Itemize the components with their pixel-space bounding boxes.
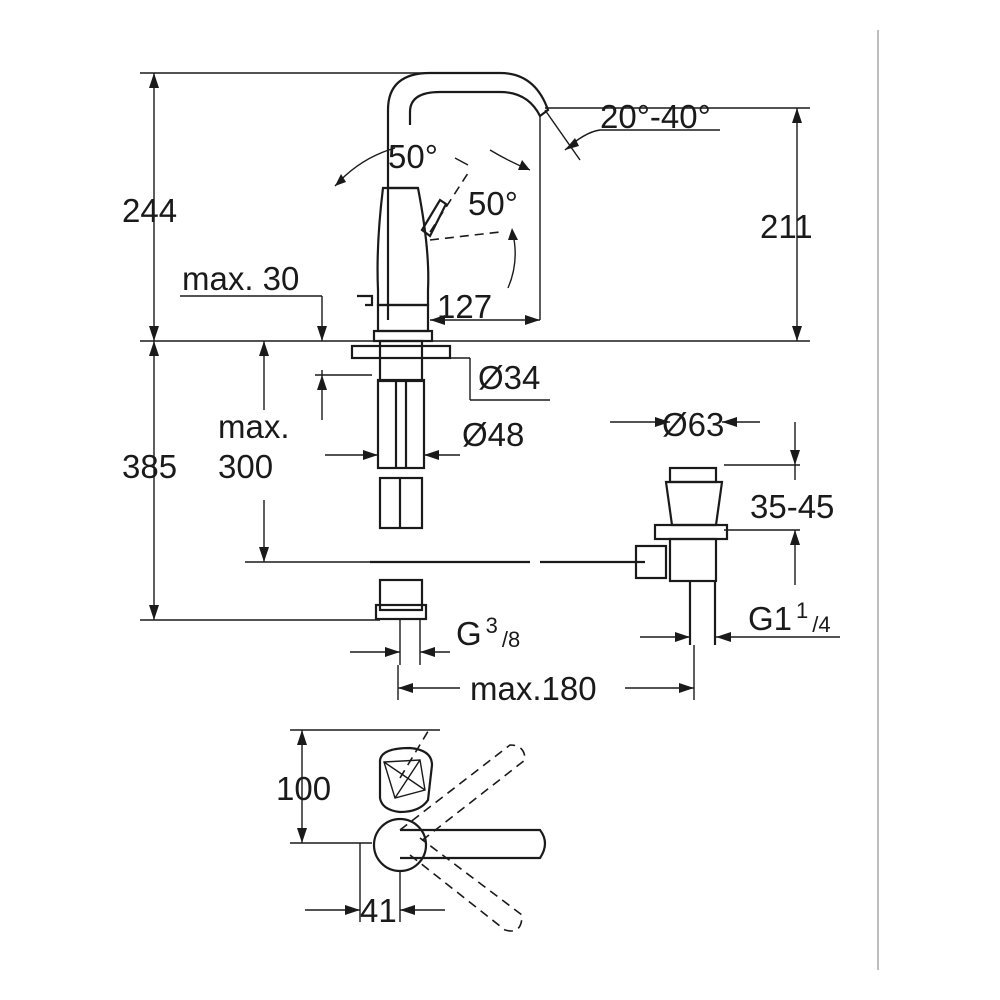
dim-hole-dia-min: Ø34 [478, 359, 540, 396]
dim-reach: 127 [437, 288, 492, 325]
dim-max-180: max.180 [470, 670, 597, 707]
dim-max-300-line1: max. [218, 408, 290, 445]
dim-plan-depth: 100 [276, 770, 331, 807]
dim-total-height: 244 [122, 192, 177, 229]
dim-max-300-line2: 300 [218, 448, 273, 485]
dim-lever-angle-top: 50° [388, 138, 438, 175]
dim-waste-thread: G1 1 /4 [748, 598, 831, 637]
faucet-elevation [140, 71, 810, 665]
dim-outlet-height: 211 [760, 208, 813, 245]
waste-assembly [610, 421, 840, 645]
dim-max-thickness: max. 30 [182, 260, 299, 297]
plan-view [290, 727, 547, 932]
dim-waste-range: 35-45 [750, 488, 834, 525]
dim-below-counter: 385 [122, 448, 177, 485]
dim-inlet-thread: G 3 /8 [456, 613, 520, 652]
dim-lever-angle-side: 50° [468, 185, 518, 222]
dim-hole-dia-max: Ø48 [462, 416, 524, 453]
dim-spout-swivel: 20°-40° [600, 98, 711, 135]
dimension-lines [140, 73, 802, 700]
dim-plan-offset: 41 [360, 892, 397, 929]
dim-waste-dia: Ø63 [662, 406, 724, 443]
